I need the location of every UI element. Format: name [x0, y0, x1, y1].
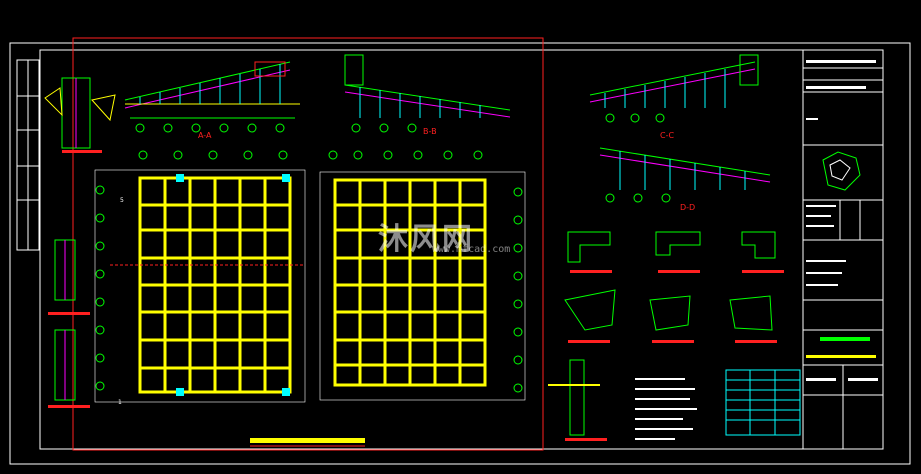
- beam-detail-6: [729, 295, 777, 343]
- detail-node-left-bottom: [48, 329, 90, 408]
- column-detail: [548, 359, 607, 441]
- watermark-url: www.mfcad.com: [432, 244, 511, 255]
- beam-detail-2: [655, 231, 701, 273]
- site-plan-thumbnail-icon: [822, 151, 861, 191]
- section-d-label: D-D: [680, 203, 695, 212]
- beam-detail-4: [564, 289, 616, 343]
- section-a-elevation: [124, 61, 300, 133]
- section-b-label: B-B: [423, 127, 437, 136]
- floor-mark-lower: 1: [118, 399, 122, 406]
- title-block: [802, 49, 884, 450]
- section-a-label: A-A: [198, 131, 212, 140]
- structural-plan-right: [319, 150, 526, 401]
- floor-mark-upper: 5: [120, 197, 124, 204]
- plan-title-bar: [250, 438, 365, 443]
- beam-detail-3: [741, 231, 784, 273]
- section-d-elevation: [599, 147, 771, 203]
- beam-detail-5: [649, 295, 694, 343]
- highlight-bar: [820, 337, 870, 341]
- section-c-label: C-C: [660, 131, 674, 140]
- red-viewport-frame: [72, 37, 544, 451]
- watermark-text: 沐风网: [378, 222, 474, 257]
- structural-plan-left: [94, 150, 306, 403]
- section-c-elevation: [589, 54, 759, 123]
- general-notes: [635, 378, 697, 440]
- member-schedule-table: [725, 369, 801, 436]
- binding-strip: [16, 59, 40, 251]
- beam-detail-1: [567, 231, 612, 273]
- detail-node-left-top: [44, 77, 116, 153]
- sheet-outer-frame: [9, 42, 911, 465]
- section-b-elevation: [344, 54, 511, 133]
- detail-node-left-mid: [48, 239, 90, 315]
